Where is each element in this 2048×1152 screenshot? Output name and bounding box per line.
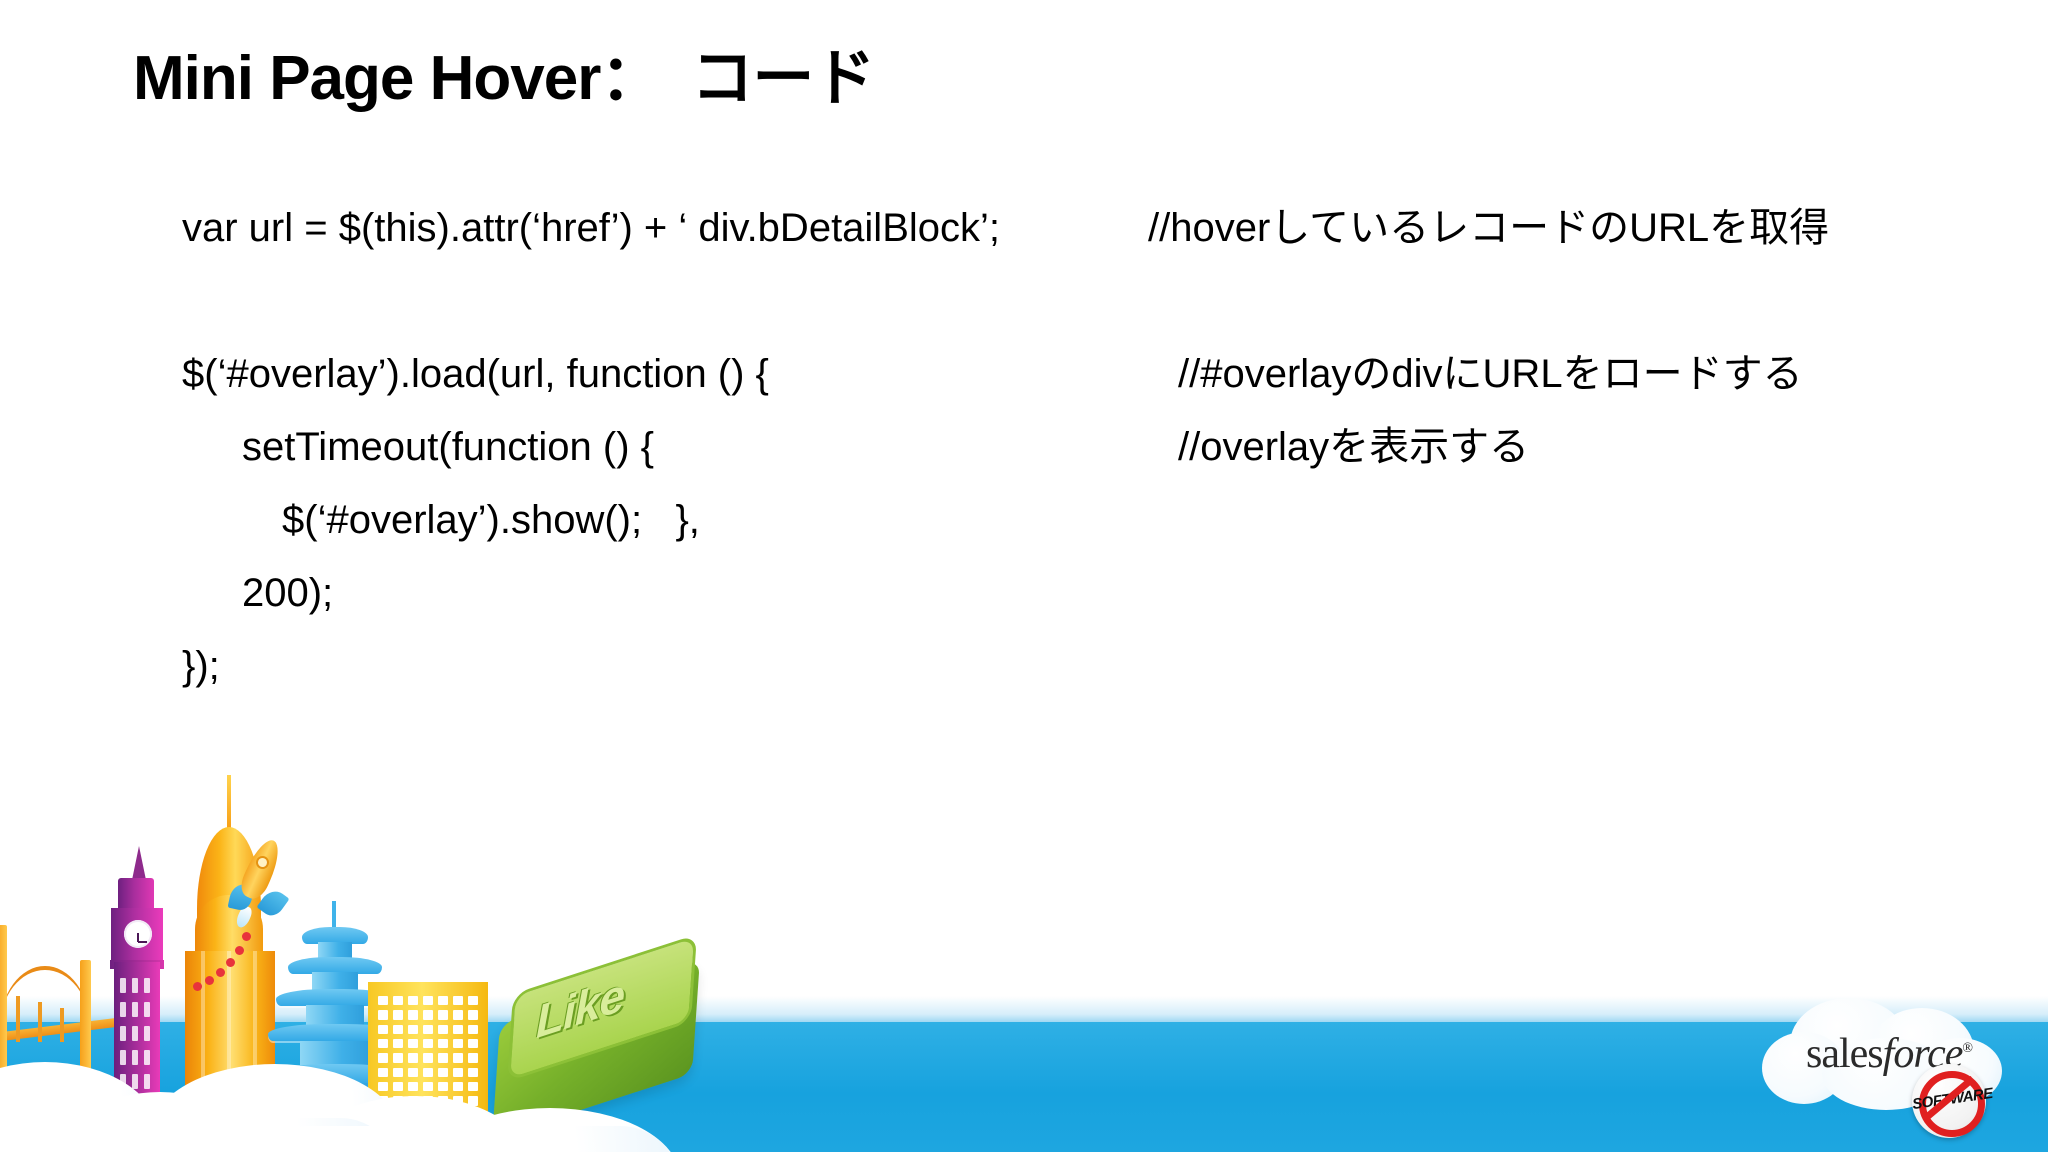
code-row: setTimeout(function () { //overlayを表示する — [182, 427, 1922, 500]
code-line-text: var url = $(this).attr(‘href’) + ‘ div.b… — [182, 206, 1001, 250]
code-line-comment: //overlayを表示する — [1178, 425, 1530, 469]
city-skyline-illustration: Like — [0, 775, 700, 1152]
code-line-text: }); — [182, 644, 220, 688]
code-row: $(‘#overlay’).show(); }, — [182, 500, 1922, 573]
golden-gate-bridge-icon — [0, 925, 124, 1090]
no-software-badge: SOFTWARE — [1911, 1064, 1994, 1138]
rocket-icon — [190, 832, 310, 1002]
code-row: $(‘#overlay’).load(url, function () { //… — [182, 354, 1922, 427]
big-ben-icon — [96, 846, 182, 1114]
registered-mark: ® — [1962, 1041, 1973, 1056]
code-row-blank — [182, 281, 1922, 354]
code-listing: var url = $(this).attr(‘href’) + ‘ div.b… — [182, 208, 1922, 719]
code-row: 200); — [182, 573, 1922, 646]
code-row: }); — [182, 646, 1922, 719]
code-line-comment: //hoverしているレコードのURLを取得 — [1148, 206, 1830, 250]
code-line-text: setTimeout(function () { — [242, 425, 655, 469]
code-line-comment: //#overlayのdivにURLをロードする — [1178, 352, 1803, 396]
code-line-text: 200); — [242, 571, 334, 615]
salesforce-logo: salesforce® SOFTWARE — [1762, 994, 2030, 1146]
prohibition-ring-icon — [1919, 1071, 1985, 1137]
page-title: Mini Page Hover： コード — [133, 44, 875, 113]
wordmark-sales: sales — [1806, 1031, 1884, 1077]
code-row: var url = $(this).attr(‘href’) + ‘ div.b… — [182, 208, 1922, 281]
cloud-icon — [0, 982, 800, 1152]
code-line-text: $(‘#overlay’).load(url, function () { — [182, 352, 769, 396]
code-line-text: $(‘#overlay’).show(); }, — [282, 498, 700, 542]
